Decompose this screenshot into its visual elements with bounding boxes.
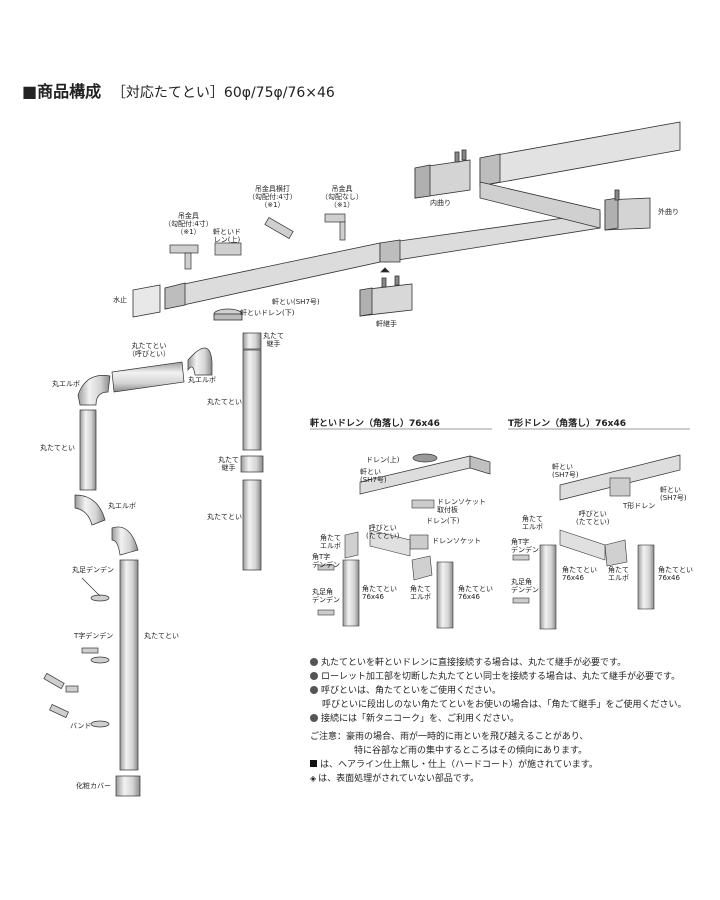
legend-1: は、ヘアライン仕上無し・仕上（ハードコート）が施されています。 xyxy=(310,758,710,772)
right-maruashi-denden: 丸足角 デンデン xyxy=(511,578,539,594)
right-square-tji-denden: 角T字 デンデン xyxy=(511,538,539,554)
label-cover: 化粧カバー xyxy=(76,782,111,790)
title-main: ■商品構成 xyxy=(22,82,102,101)
round-vertical-pipes xyxy=(79,332,264,797)
page-title: ■商品構成 ［対応たてとい］60φ/75φ/76×46 xyxy=(22,78,335,102)
hanger-brackets xyxy=(169,213,346,270)
outer-corner xyxy=(604,189,651,231)
notes-block: 丸たてといを軒といドレンに直接接続する場合は、丸たて継手が必要です。 ローレット… xyxy=(310,656,710,786)
left-drain-down: ドレン(下) xyxy=(426,517,460,525)
sub-diagram-left-frame xyxy=(310,428,492,629)
label-tji-denden: T字デンデン xyxy=(74,632,114,640)
left-drain-socket: ドレンソケット xyxy=(432,537,481,545)
label-band: バンド xyxy=(70,722,92,730)
right-square-pipe-2: 角たてとい 76x46 xyxy=(658,566,693,582)
caution-2: 特に谷部など雨の集中するところはその傾向にあります。 xyxy=(354,746,588,756)
label-round-joint-2: 丸たて 継手 xyxy=(218,456,239,472)
right-square-pipe-1: 角たてとい 76x46 xyxy=(562,566,597,582)
left-drain-socket-mount: ドレンソケット 取付板 xyxy=(437,498,486,514)
title-subtitle: ［対応たてとい］60φ/75φ/76×46 xyxy=(111,85,335,101)
right-square-elbow: 角たて エルボ xyxy=(522,515,543,531)
label-hanger-side: 吊金具横打 （勾配付:4寸） （※1） xyxy=(248,185,297,209)
left-square-tji-denden: 角T字 デンデン xyxy=(312,553,340,569)
right-square-elbow-2: 角たて エルボ xyxy=(608,566,629,582)
label-elbow-3: 丸エルボ xyxy=(108,502,136,510)
label-drain-up: 軒といドレン(上) xyxy=(213,228,241,244)
left-yobitoi: 呼びとい (たてとい) xyxy=(366,524,400,540)
gutter-main xyxy=(164,121,681,310)
right-t-drain: T形ドレン xyxy=(623,502,656,510)
left-square-elbow: 角たて エルボ xyxy=(320,534,341,550)
left-maruashi-denden: 丸足角 デンデン xyxy=(312,588,340,604)
label-gutter: 軒とい(SH7号) xyxy=(272,298,320,306)
left-square-pipe-1: 角たてとい 76x46 xyxy=(362,585,397,601)
section-right-title: T形ドレン（角落し）76x46 xyxy=(508,419,626,429)
label-inner-corner: 内曲り xyxy=(430,199,451,207)
label-elbow-1: 丸エルボ xyxy=(188,376,216,384)
note-3b: 呼びといに段出しのない角たてといをお使いの場合は、「角たて継手」をご使用ください… xyxy=(322,700,687,710)
left-square-elbow-2: 角たて エルボ xyxy=(410,585,431,601)
label-round-joint-1: 丸たて 継手 xyxy=(263,332,284,348)
legend-2: ◈は、表面処理がされていない部品です。 xyxy=(310,774,479,784)
round-pipe-yobitoi xyxy=(111,361,185,393)
label-round-pipe-2: 丸たてとい xyxy=(40,444,75,452)
inner-corner xyxy=(414,149,471,199)
gutter-joint xyxy=(359,267,413,317)
label-gutter-joint: 軒継手 xyxy=(376,320,397,328)
note-4: 接続には「新タニコーク」を、ご利用ください。 xyxy=(310,712,710,726)
right-yobitoi: 呼びとい (たてとい) xyxy=(576,510,610,526)
left-drain-up: ドレン(上) xyxy=(366,456,400,464)
label-round-pipe-3: 丸たてとい xyxy=(207,513,242,521)
label-elbow-2: 丸エルボ xyxy=(52,380,80,388)
caution-1: ご注意：豪雨の場合、雨が一時的に雨といを飛び越えることがあり、 xyxy=(310,732,589,742)
label-drain-down: 軒といドレン(下) xyxy=(240,309,295,317)
note-2: ローレット加工部を切断した丸たてとい同士を接続する場合は、丸たて継手が必要です。 xyxy=(310,670,710,684)
label-yobitoi: 丸たてとい （呼びとい） xyxy=(128,342,170,358)
left-square-pipe-2: 角たてとい 76x46 xyxy=(458,585,493,601)
pipe-clamps xyxy=(43,577,110,728)
section-left-title: 軒といドレン（角落し）76x46 xyxy=(310,419,440,429)
label-hanger-4: 吊金具 （勾配付:4寸） （※1） xyxy=(164,212,213,236)
right-gutter-top: 軒とい (SH7号) xyxy=(552,463,579,479)
label-maruashi-denden: 丸足デンデン xyxy=(72,566,114,574)
label-round-pipe-long: 丸たてとい xyxy=(144,632,179,640)
left-gutter: 軒とい (SH7号) xyxy=(360,468,387,484)
round-elbows xyxy=(74,347,213,556)
end-cap xyxy=(132,284,161,318)
label-end-cap: 水止 xyxy=(113,296,127,304)
note-1: 丸たてといを軒といドレンに直接接続する場合は、丸たて継手が必要です。 xyxy=(310,656,710,670)
label-hanger-flat: 吊金具 （勾配なし） （※1） xyxy=(321,185,363,209)
right-gutter-right: 軒とい (SH7号) xyxy=(660,486,687,502)
label-round-pipe-1: 丸たてとい xyxy=(207,398,242,406)
gutter-drain-down xyxy=(213,308,243,321)
sub-diagram-right-frame xyxy=(508,428,690,630)
label-outer-corner: 外曲り xyxy=(658,208,679,216)
note-3: 呼びといは、角たてといをご使用ください。 xyxy=(310,684,710,698)
